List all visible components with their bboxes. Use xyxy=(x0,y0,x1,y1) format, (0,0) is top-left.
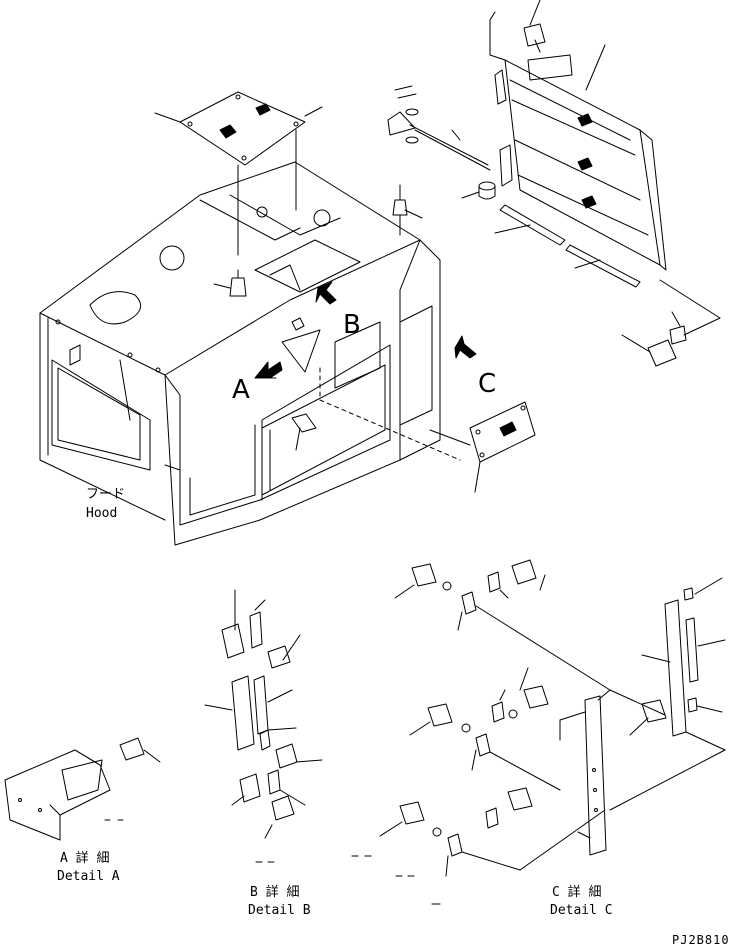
hood-bolt-1 xyxy=(213,269,247,297)
detail-b-label-en: Detail B xyxy=(248,903,311,918)
detail-c-label-jp: C 詳 細 xyxy=(552,884,601,900)
hood-bolt-2 xyxy=(392,184,423,236)
support-rod xyxy=(387,85,491,171)
detail-a-label-jp: A 詳 細 xyxy=(60,850,109,866)
view-c-label: C xyxy=(478,369,496,399)
detail-a-label-en: Detail A xyxy=(57,869,120,884)
drawing-number: PJ2B810 xyxy=(672,933,730,947)
view-a-label: A xyxy=(232,375,250,405)
detail-c-label-en: Detail C xyxy=(550,903,613,918)
hood-label-en: Hood xyxy=(86,506,117,521)
detail-b-label-jp: B 詳 細 xyxy=(250,884,299,900)
guide-lines xyxy=(319,367,461,461)
side-cover-plate xyxy=(429,401,536,493)
view-b-label: B xyxy=(343,310,361,340)
detail-b-drawing xyxy=(204,589,323,863)
view-a-bracket xyxy=(281,317,321,373)
hood-bolt-3 xyxy=(291,413,317,451)
seal-strips xyxy=(494,204,641,288)
grille-bolt-top xyxy=(523,23,546,53)
view-arrows xyxy=(254,281,477,379)
detail-c-drawing xyxy=(351,559,726,905)
top-cover-plate xyxy=(154,91,323,256)
grommet xyxy=(461,181,496,200)
grille-bolt-bottom xyxy=(621,279,721,367)
grille-panel xyxy=(489,0,667,271)
hood-body xyxy=(39,161,441,546)
detail-a-drawing xyxy=(4,737,161,841)
hood-label-jp: フード xyxy=(86,487,125,502)
